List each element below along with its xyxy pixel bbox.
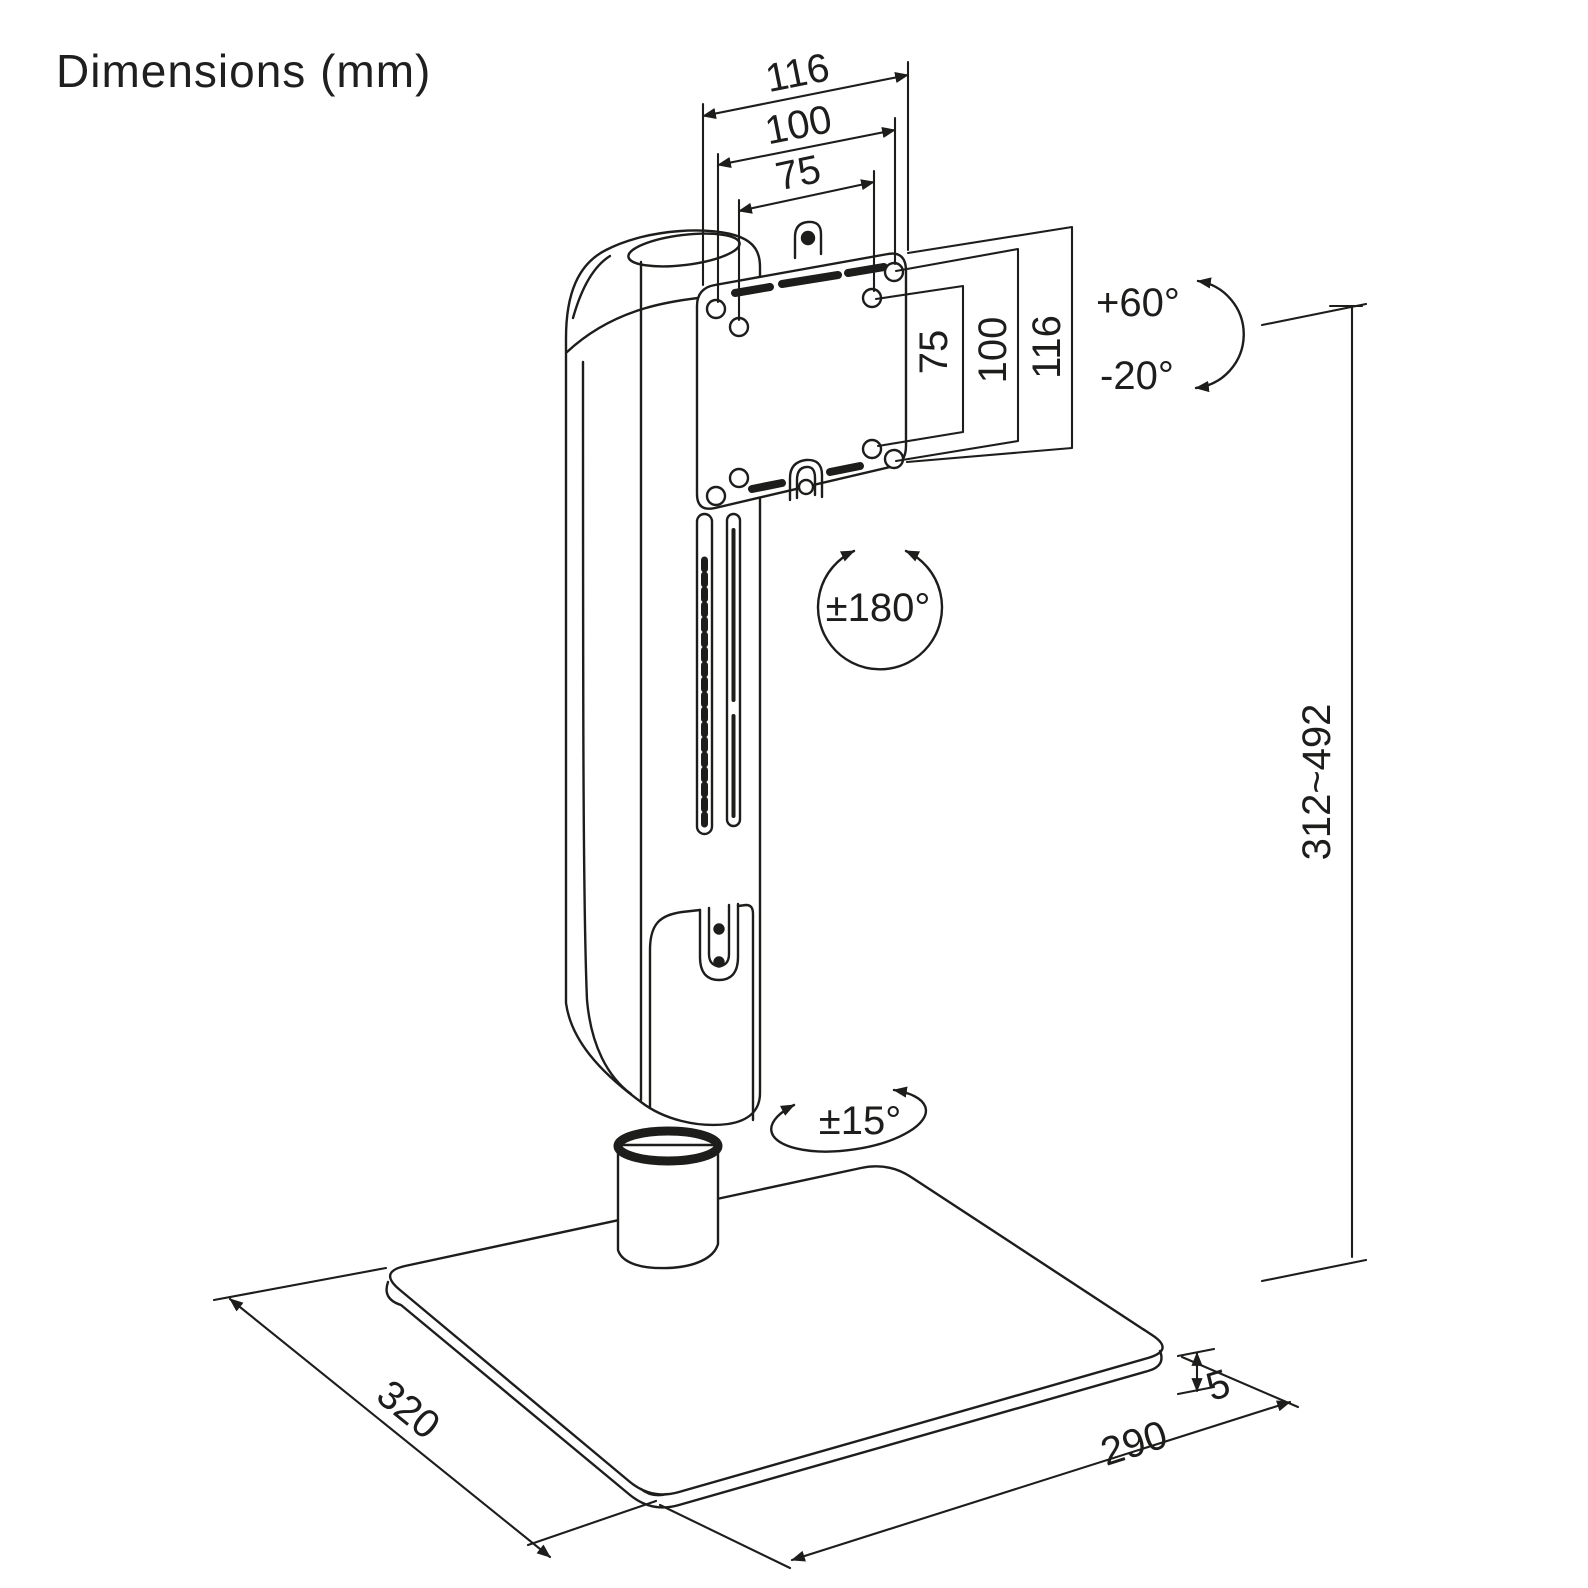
base-plate — [385, 1165, 1164, 1509]
dim-height-witness-lines — [1260, 302, 1368, 1283]
rail-slot-guide — [725, 512, 742, 828]
dim-vesa-width — [701, 60, 910, 322]
base-thickness-label: 5 — [1201, 1361, 1235, 1410]
dim-line-290 — [790, 1400, 1292, 1562]
height-range-label: 312~492 — [1295, 704, 1339, 861]
dim-label-vesa-width-inner: 75 — [772, 147, 825, 199]
panel-outline-right — [736, 903, 755, 1122]
clip-hole-bottom — [713, 956, 725, 968]
vesa-plate — [695, 220, 908, 510]
dim-bracket-116-right — [905, 225, 1074, 464]
dim-line-75-top — [737, 179, 876, 214]
dim-vesa-height — [874, 225, 1074, 464]
dim-base-depth — [212, 1266, 658, 1559]
column-head-facet — [571, 254, 612, 320]
vesa-hook-hole — [800, 230, 816, 246]
vesa-plate-outline — [695, 252, 908, 510]
dim-bracket-75-right — [874, 284, 965, 448]
column-shell-seam — [581, 360, 633, 1096]
dim-label-vesa-height-mid: 100 — [971, 317, 1015, 384]
base-corner-fillet — [639, 1487, 669, 1497]
dim-base-thickness — [1176, 1347, 1216, 1396]
pole-collar-ring — [613, 1126, 723, 1166]
vesa-hole-75-br — [861, 438, 883, 460]
dim-line-116-top — [701, 72, 910, 119]
tilt-up-label: +60° — [1096, 281, 1180, 325]
dim-extension-lines-top — [701, 60, 910, 322]
dim-line-320 — [228, 1297, 552, 1559]
vesa-hole-100-br — [883, 448, 905, 470]
vesa-bottom-slots — [748, 462, 864, 493]
panel-outline-left — [648, 908, 702, 1109]
tilt-down-label: -20° — [1100, 354, 1174, 398]
base-thickness-edge — [385, 1280, 1163, 1509]
vesa-keyhole-tab — [788, 458, 824, 502]
vesa-hole-100-bl — [705, 485, 727, 507]
height-adjust-rails — [695, 512, 742, 836]
page-title: Dimensions (mm) — [56, 45, 432, 97]
dim-label-vesa-height-inner: 75 — [912, 330, 956, 375]
dim-bracket-100-right — [894, 247, 1020, 463]
tilt-arc-arrow-icon — [1194, 277, 1245, 393]
pole-body — [616, 1143, 720, 1270]
vesa-hole-75-bl — [728, 467, 750, 489]
dim-line-100-top — [716, 127, 897, 168]
vesa-keyhole — [797, 478, 815, 496]
vesa-top-slots — [731, 263, 888, 297]
pole — [613, 1126, 723, 1270]
dim-label-vesa-height-outer: 116 — [1025, 315, 1069, 379]
rail-slot-ratchet — [695, 512, 714, 836]
swivel-circle-arrow-icon — [816, 549, 944, 671]
vesa-keyhole-tab-inner — [795, 465, 817, 500]
dim-height-range — [1260, 302, 1368, 1283]
clip-hole-top — [713, 923, 725, 935]
base-depth-label: 320 — [368, 1372, 448, 1448]
base-top-face — [389, 1165, 1164, 1496]
rotation-label: ±15° — [819, 1099, 901, 1143]
cable-management-panel — [648, 902, 755, 1122]
cable-clip-slot — [698, 902, 740, 982]
rotation-ellipse-arrow-icon — [770, 1086, 928, 1153]
vesa-hole-100-tr — [883, 261, 905, 283]
swivel-label: ±180° — [826, 586, 931, 630]
base-width-label: 290 — [1096, 1413, 1173, 1475]
vesa-hole-100-tl — [705, 298, 727, 320]
